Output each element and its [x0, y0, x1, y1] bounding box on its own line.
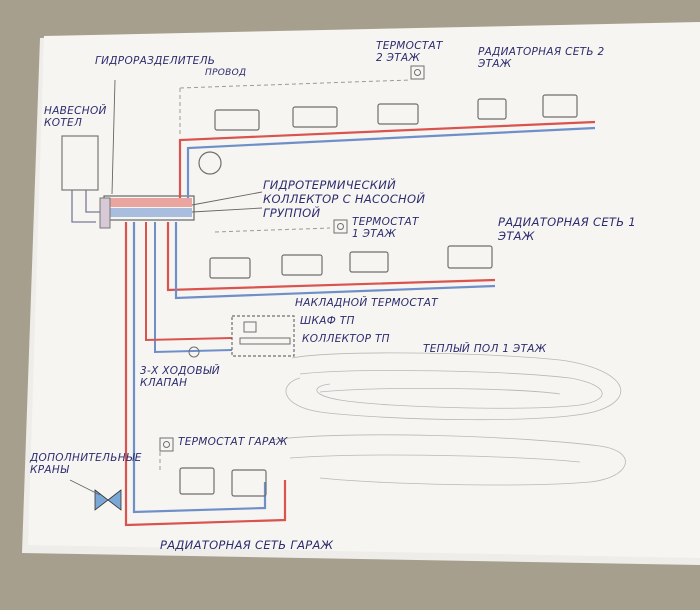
leader-extra-taps	[69, 479, 101, 496]
radiator-network-floor-2	[178, 120, 596, 198]
thermostat-floor-2-icon	[410, 65, 425, 80]
radiators-floor-1	[209, 245, 493, 279]
label-three-way-valve: 3-х ходовый клапан	[140, 365, 220, 389]
overhead-thermostat-icon	[243, 321, 257, 333]
label-thermostat-garage: Термостат гараж	[178, 436, 288, 448]
radiators-garage	[179, 467, 267, 497]
extra-tap-valve-icon	[94, 489, 122, 511]
thermostat-garage-icon	[159, 437, 174, 452]
hydro-separator-shape	[99, 197, 111, 229]
label-radiator-network-floor-2: Радиаторная сеть 2 этаж	[478, 46, 605, 70]
radiator-network-garage	[124, 222, 287, 527]
radiator-network-floor-1	[166, 222, 496, 300]
collector-tp-shape	[239, 337, 291, 345]
warm-floor-loops	[269, 352, 626, 486]
label-thermostat-floor-1: Термостат 1 этаж	[352, 216, 419, 240]
wire-dashed-lines	[159, 79, 411, 470]
cabinet-tp-shape	[231, 315, 295, 357]
label-cabinet-tp: Шкаф ТП	[300, 315, 355, 327]
expansion-tank-icon	[198, 151, 222, 175]
radiators-floor-2	[214, 94, 578, 131]
leader-collector-2	[191, 207, 263, 213]
thermostat-floor-1-icon	[333, 219, 348, 234]
label-warm-floor: Теплый пол 1 этаж	[423, 343, 547, 355]
label-thermostat-floor-2: Термостат 2 этаж	[376, 40, 443, 64]
label-boiler: Навесной котел	[44, 105, 107, 129]
hydro-collector-supply	[106, 198, 192, 207]
boiler-pipes	[71, 190, 100, 223]
label-overhead-thermostat: Накладной термостат	[295, 297, 438, 309]
label-wire: Провод	[205, 68, 247, 78]
label-collector-tp: Коллектор ТП	[302, 333, 390, 345]
label-hydro-collector: Гидротермический коллектор с насосной гр…	[263, 178, 426, 220]
label-hydro-separator: Гидроразделитель	[95, 55, 216, 67]
hydro-collector-return	[106, 208, 192, 217]
boiler-shape	[61, 135, 99, 191]
three-way-valve-icon	[188, 346, 200, 358]
label-extra-taps: Дополнительные краны	[30, 452, 142, 476]
warm-floor-supply-lines	[145, 222, 233, 354]
leader-collector-1	[191, 191, 263, 206]
label-radiator-network-garage: Радиаторная сеть гараж	[160, 538, 334, 552]
label-radiator-network-floor-1: Радиаторная сеть 1 этаж	[498, 215, 637, 243]
leader-hydro-separator	[111, 79, 116, 195]
